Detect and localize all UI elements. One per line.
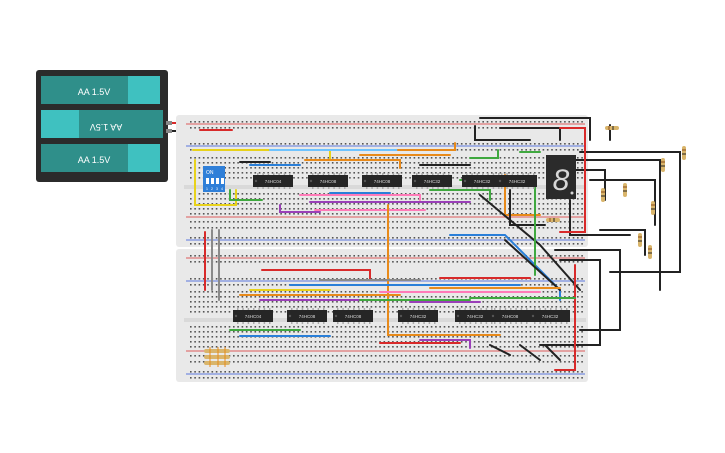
ic-chip[interactable]: 74HC08 <box>490 308 530 324</box>
wire <box>504 239 561 291</box>
ic-chip[interactable]: 74HC32 <box>412 173 452 189</box>
dip-switch[interactable]: ON 1 2 3 4 <box>203 166 225 192</box>
wire <box>299 194 421 201</box>
ic-chip-label: 74HC08 <box>374 179 391 184</box>
ic-chip-label: 74HC32 <box>410 314 427 319</box>
ic-chip-label: 74HC32 <box>424 179 441 184</box>
dip-position-label: 3 <box>216 187 218 191</box>
wire <box>539 259 601 346</box>
resistor-cluster[interactable] <box>204 347 230 367</box>
wire <box>229 189 263 201</box>
wire <box>574 159 661 291</box>
ic-chip[interactable]: 74HC04 <box>253 173 293 189</box>
battery-cell-label: AA 1.5V <box>90 122 123 132</box>
ic-chip-label: 74HC08 <box>345 314 362 319</box>
ic-chip-label: 74HC32 <box>542 314 559 319</box>
wires[interactable] <box>192 117 681 371</box>
ic-chip-label: 74HC08 <box>299 314 316 319</box>
ic-chip[interactable]: 74HC32 <box>455 308 495 324</box>
seven-segment-display[interactable]: 8 <box>546 155 576 199</box>
wire <box>397 142 456 151</box>
ic-chip[interactable]: 74HC08 <box>287 308 327 324</box>
wire <box>519 344 541 361</box>
resistor[interactable] <box>623 183 627 197</box>
battery-cell-label: AA 1.5V <box>78 155 111 165</box>
seven-segment-digit: 8 <box>553 164 570 197</box>
wire <box>474 125 531 141</box>
ic-chip[interactable]: 74HC32 <box>530 308 570 324</box>
dip-toggle[interactable] <box>211 178 214 184</box>
ic-chip-label: 74HC32 <box>467 314 484 319</box>
wire <box>479 194 581 291</box>
ic-chip-label: 74HC04 <box>245 314 262 319</box>
ic-chip-label: 74HC32 <box>509 179 526 184</box>
dip-toggle[interactable] <box>206 178 209 184</box>
wire <box>261 269 371 281</box>
wire <box>579 151 681 273</box>
wire <box>279 204 321 213</box>
battery-cell-label: AA 1.5V <box>78 87 111 97</box>
resistor[interactable] <box>638 233 642 247</box>
battery-cell: AA 1.5V <box>41 110 163 138</box>
wire <box>589 179 656 226</box>
resistor[interactable] <box>682 146 686 160</box>
battery-cell: AA 1.5V <box>41 144 160 172</box>
dip-position-label: 4 <box>221 187 223 191</box>
wire <box>509 189 546 226</box>
ic-chip[interactable]: 74HC32 <box>398 308 438 324</box>
battery-pack[interactable]: AA 1.5V AA 1.5V AA 1.5V <box>36 70 172 182</box>
breadboard-bottom[interactable] <box>176 249 588 382</box>
wire <box>194 159 237 206</box>
wire <box>479 117 591 141</box>
ic-chip-label: 74HC04 <box>265 179 282 184</box>
ic-chip[interactable]: 74HC08 <box>308 173 348 189</box>
wire <box>559 127 586 233</box>
dip-toggle[interactable] <box>221 178 224 184</box>
wire <box>469 149 499 159</box>
wire <box>489 344 511 356</box>
wire <box>569 199 631 236</box>
wire <box>387 204 501 336</box>
resistor[interactable] <box>601 188 605 202</box>
dip-toggle[interactable] <box>216 178 219 184</box>
chips-bottom-row[interactable]: 74HC04 74HC08 74HC08 74HC32 74HC32 74HC08 74HC… <box>233 308 570 324</box>
ic-chip[interactable]: 74HC32 <box>497 173 537 189</box>
wire <box>544 344 561 361</box>
resistor[interactable] <box>648 245 652 259</box>
ic-chip-label: 74HC08 <box>320 179 337 184</box>
wire <box>419 339 471 349</box>
resistor[interactable] <box>605 126 619 130</box>
ic-chip-label: 74HC08 <box>502 314 519 319</box>
resistors[interactable] <box>546 126 686 259</box>
wire <box>429 189 491 201</box>
battery-cell: AA 1.5V <box>41 76 160 104</box>
chips-top-row[interactable]: 74HC04 74HC08 74HC08 74HC32 74HC32 74HC32 <box>253 173 537 189</box>
resistor[interactable] <box>661 158 665 172</box>
wire <box>554 264 576 371</box>
resistor[interactable] <box>546 218 560 222</box>
wire <box>599 229 646 256</box>
dip-position-label: 2 <box>211 187 213 191</box>
ic-chip[interactable]: 74HC08 <box>333 308 373 324</box>
dip-position-label: 1 <box>206 187 208 191</box>
wire <box>449 234 561 301</box>
ic-chip[interactable]: 74HC08 <box>362 173 402 189</box>
ic-chip[interactable]: 74HC32 <box>462 173 502 189</box>
wire <box>304 159 401 169</box>
dip-switch-on-label: ON <box>206 170 214 176</box>
ic-chip-label: 74HC32 <box>474 179 491 184</box>
resistor[interactable] <box>651 201 655 215</box>
ic-chip[interactable]: 74HC04 <box>233 308 273 324</box>
